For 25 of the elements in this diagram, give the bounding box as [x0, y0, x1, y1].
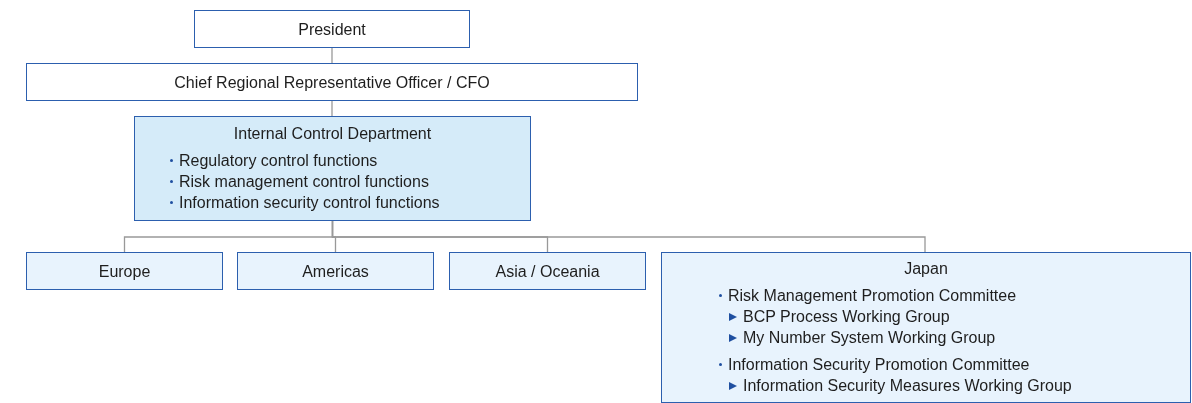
org-box — [194, 10, 470, 48]
box-title: Asia / Oceania — [495, 261, 600, 282]
org-box — [237, 252, 434, 290]
connector-line — [331, 47, 333, 64]
list-item: My Number System Working Group — [743, 328, 996, 348]
list-item: Risk Management Promotion Committee — [728, 286, 1017, 306]
org-box — [26, 252, 223, 290]
list-item: Regulatory control functions — [179, 151, 378, 171]
box-title: Internal Control Department — [233, 124, 432, 144]
box-title: President — [298, 19, 366, 40]
connector-line — [331, 220, 926, 253]
list-item: Risk management control functions — [179, 172, 429, 192]
box-title: Europe — [98, 261, 151, 282]
list-item: Information security control functions — [179, 193, 440, 213]
list-item: Information Security Measures Working Group — [743, 376, 1072, 396]
box-title: Chief Regional Representative Officer / CFO — [174, 72, 490, 93]
org-box — [449, 252, 646, 290]
box-title: Japan — [904, 259, 948, 279]
list-item: BCP Process Working Group — [743, 307, 950, 327]
list-item: Information Security Promotion Committee — [728, 355, 1030, 375]
connector-line — [331, 100, 333, 117]
org-box — [661, 252, 1191, 403]
org-box — [26, 63, 638, 101]
box-title: Americas — [302, 261, 369, 282]
department-box — [134, 116, 531, 221]
